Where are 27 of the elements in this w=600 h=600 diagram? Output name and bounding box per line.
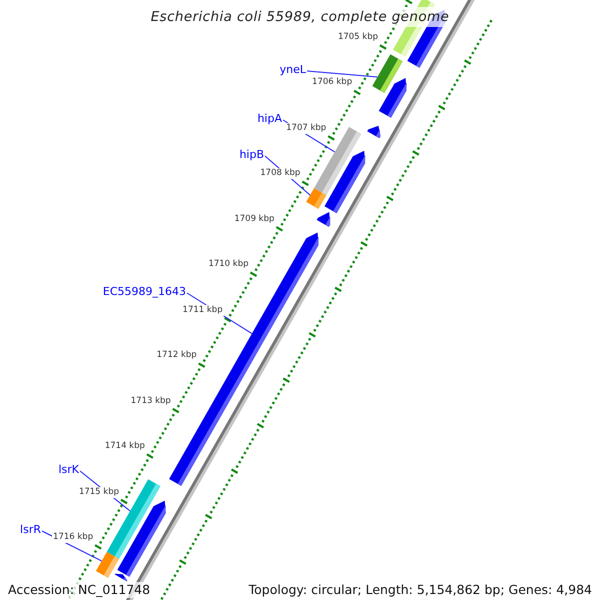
gene-feature (367, 126, 380, 138)
scale-label: 1712 kbp (156, 350, 198, 362)
gene-feature (378, 78, 407, 118)
scale-label: 1715 kbp (78, 486, 120, 498)
scale-label: 1705 kbp (336, 32, 379, 43)
gene-label: lsrR (20, 523, 41, 537)
scale-label: 1711 kbp (182, 304, 224, 316)
gene-label: EC55989_1643 (102, 285, 186, 299)
scale-label: 1716 kbp (52, 532, 94, 543)
gene-label: lsrK (58, 463, 79, 477)
gene-label: hipB (239, 148, 264, 162)
gene-feature (324, 150, 366, 214)
scale-label: 1710 kbp (207, 259, 250, 270)
scale-label: 1709 kbp (233, 214, 276, 225)
scale-label: 1706 kbp (311, 77, 354, 88)
scale-label: 1713 kbp (130, 396, 172, 407)
gene-feature (316, 212, 330, 227)
scale-label: 1707 kbp (285, 122, 328, 134)
gene-label: hipA (257, 112, 282, 126)
gene-feature (306, 188, 326, 209)
gene-feature (96, 552, 119, 578)
gene-label: yneL (280, 63, 306, 77)
leader-line (306, 70, 378, 78)
gene-feature (114, 574, 128, 582)
scale-label: 1708 kbp (259, 168, 302, 180)
scale-label: 1714 kbp (104, 441, 146, 452)
gene-feature (117, 500, 166, 577)
